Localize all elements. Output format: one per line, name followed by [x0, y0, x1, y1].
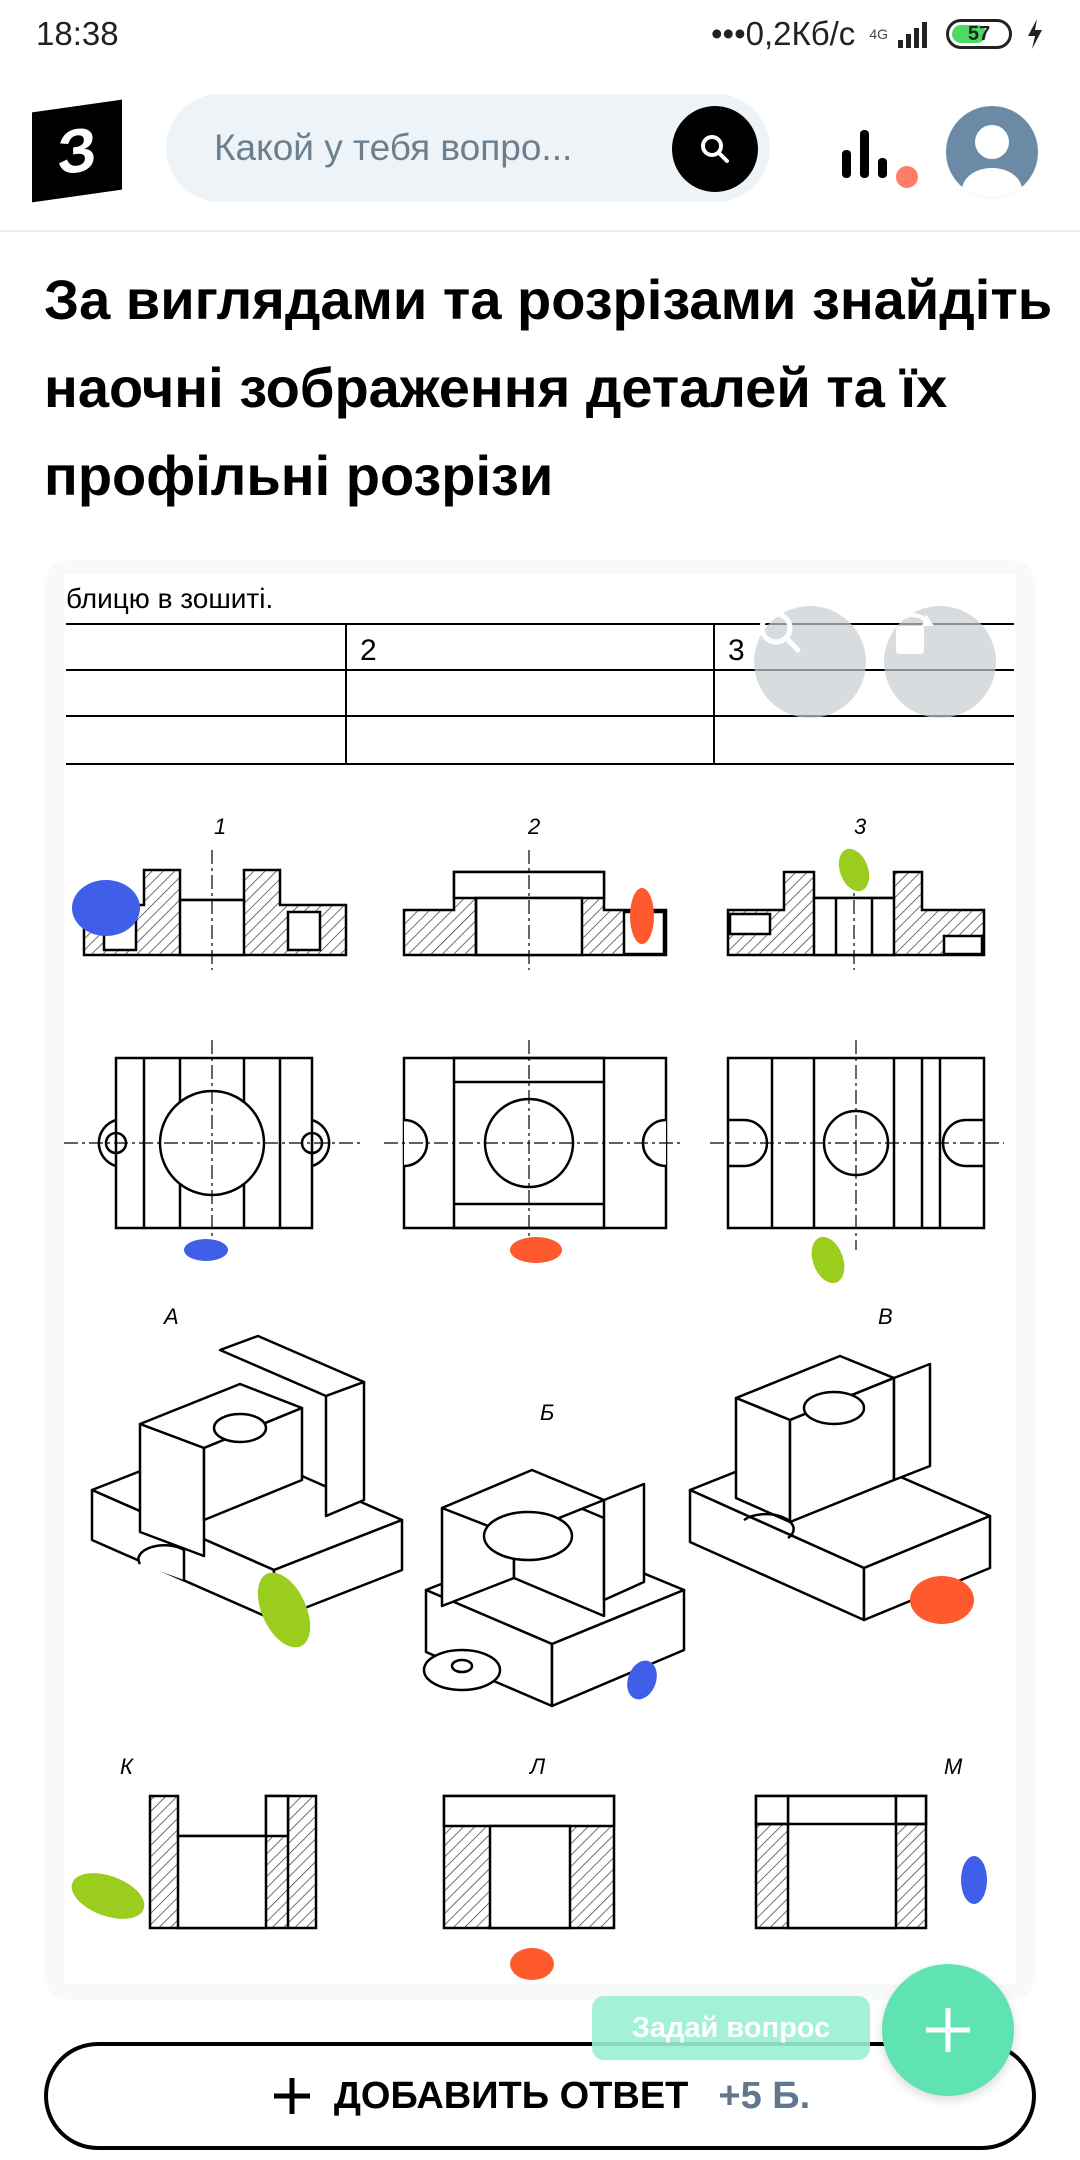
fab-add-question-button[interactable] [882, 1964, 1014, 2096]
status-bar: 18:38 •••0,2Кб/с 4G 57 [0, 0, 1080, 68]
add-answer-label: ДОБАВИТЬ ОТВЕТ [333, 2074, 689, 2117]
status-time: 18:38 [36, 15, 119, 52]
section-k [148, 1794, 318, 1930]
logo-letter: З [57, 113, 97, 189]
top-view-1 [64, 1040, 364, 1250]
question-title: За виглядами та розрізами знайдіть наочн… [44, 268, 1053, 507]
front-view-2 [402, 850, 668, 970]
network-type: 4G [869, 26, 888, 42]
add-answer-button[interactable]: ДОБАВИТЬ ОТВЕТ +5 Б. [44, 2042, 1036, 2150]
top-view-2 [384, 1040, 684, 1250]
answer-points: +5 Б. [718, 2074, 811, 2117]
question-attachment[interactable]: блицю в зошиті. 2 3 1 2 3 [44, 560, 1036, 2000]
search-button[interactable] [672, 106, 758, 192]
notification-dot [896, 166, 918, 188]
table-header-2: 2 [360, 634, 377, 667]
front-view-3 [726, 850, 986, 970]
isometric-v [688, 1354, 992, 1622]
section-letter-l: Л [528, 1754, 546, 1779]
search-input[interactable]: Какой у тебя вопро... [166, 94, 770, 202]
top-view-3 [710, 1040, 1004, 1250]
app-logo[interactable]: З [32, 99, 122, 203]
zoom-button[interactable] [754, 606, 866, 718]
charging-icon [1028, 19, 1042, 49]
worksheet-drawing: блицю в зошиті. 2 3 1 2 3 [64, 574, 1016, 1984]
rotate-icon [896, 613, 934, 654]
view-number-2: 2 [527, 814, 540, 839]
battery-level: 57 [967, 22, 991, 45]
color-marks [71, 848, 987, 1980]
battery-icon: 57 [946, 19, 1012, 49]
table-header-3: 3 [728, 634, 745, 667]
zoom-icon [759, 611, 801, 653]
view-number-1: 1 [214, 814, 226, 839]
stats-icon[interactable] [838, 122, 898, 182]
ask-question-label: Задай вопрос [631, 2011, 831, 2044]
status-right: •••0,2Кб/с 4G 57 [711, 15, 1044, 53]
iso-letter-v: В [878, 1304, 893, 1329]
section-l [442, 1794, 616, 1930]
section-letter-m: М [944, 1754, 963, 1779]
user-icon [962, 125, 1022, 198]
app-header: З Какой у тебя вопро... [0, 72, 1080, 232]
ask-question-button[interactable]: Задай вопрос [592, 1996, 870, 2060]
iso-letter-b: Б [540, 1400, 554, 1425]
network-speed: •••0,2Кб/с [710, 15, 856, 52]
signal-icon [898, 22, 927, 48]
isometric-b [422, 1468, 686, 1708]
section-letter-k: К [120, 1754, 134, 1779]
avatar[interactable] [946, 106, 1038, 198]
plus-icon [926, 2008, 970, 2052]
iso-letter-a: А [162, 1304, 179, 1329]
search-icon [701, 135, 729, 163]
section-m [754, 1794, 928, 1930]
search-placeholder: Какой у тебя вопро... [214, 127, 573, 168]
rotate-button[interactable] [884, 606, 996, 718]
plus-icon [273, 2078, 310, 2114]
view-number-3: 3 [854, 814, 867, 839]
worksheet-caption: блицю в зошиті. [66, 583, 273, 614]
